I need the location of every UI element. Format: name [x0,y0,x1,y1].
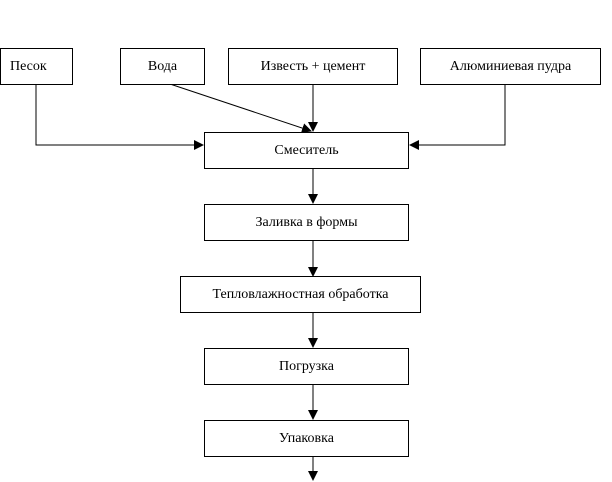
box-aluminum-powder: Алюминиевая пудра [420,48,601,85]
box-sand: Песок [0,48,73,85]
arrow-water-to-mixer [169,83,312,133]
box-packing: Упаковка [204,420,409,457]
box-mixer: Смеситель [204,132,409,169]
box-heat-moisture-treatment: Тепловлажностная обработка [180,276,421,313]
box-loading: Погрузка [204,348,409,385]
box-water: Вода [120,48,205,85]
box-lime-cement: Известь + цемент [228,48,398,85]
box-molding: Заливка в формы [204,204,409,241]
arrow-sand-to-mixer [35,84,204,150]
arrow-aluminum-to-mixer [409,84,506,150]
